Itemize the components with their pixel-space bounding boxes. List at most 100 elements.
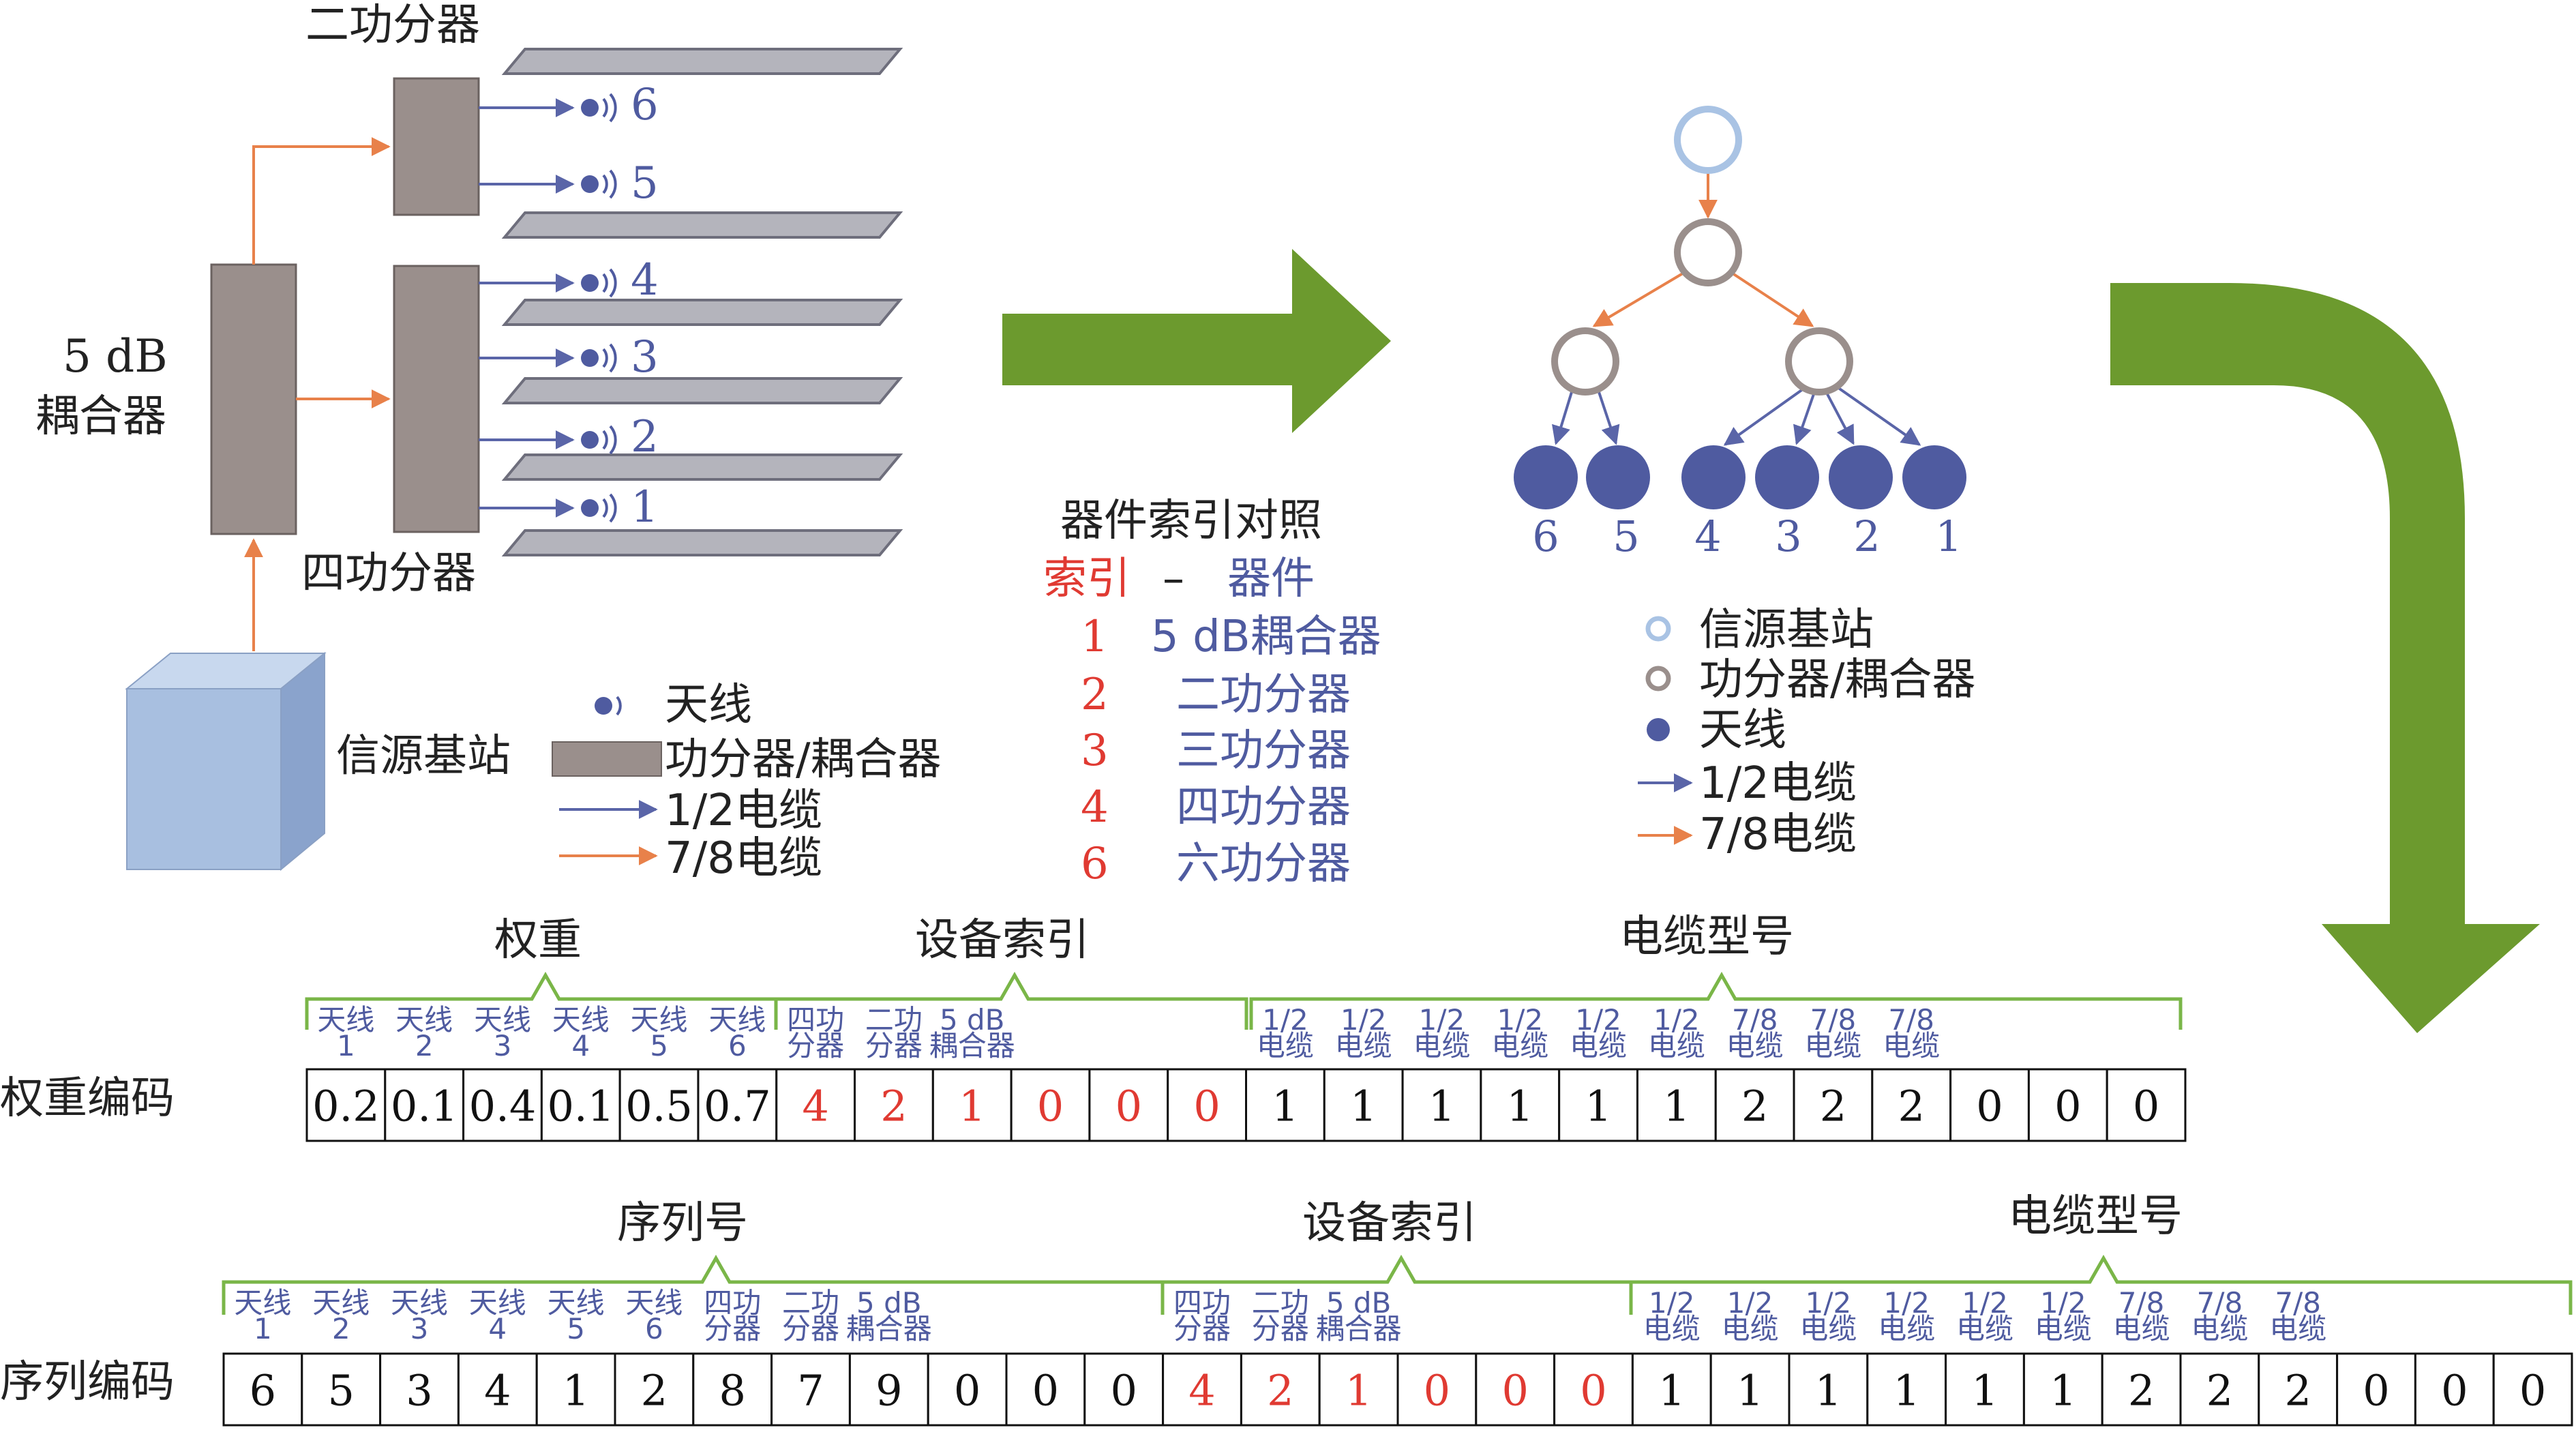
antenna-number: 2 [631,412,659,462]
two-way-splitter-box [393,77,480,216]
encoding-cell-value: 2 [1267,1366,1293,1416]
column-header-top: 1/2 [1649,1286,1695,1320]
column-header-bottom: 5 [567,1312,585,1345]
encoding-cell [1631,1352,1712,1427]
encoding-cell [384,1068,465,1142]
tree-node-antenna [1902,445,1966,509]
legend-antenna-node [1647,718,1670,741]
encoding-cell-value: 0 [1037,1082,1064,1131]
floor-plate [501,48,903,75]
weight-encoding: 权重编码 权重 设备索引 电缆型号 天线1天线2天线3天线4天线5天线6四功分器… [0,912,2187,1142]
index-table-device: 四功分器 [1176,782,1351,833]
column-header-bottom: 电缆 [1491,1029,1548,1062]
floor-plate [501,529,903,556]
coupler-box [210,263,297,535]
weight-group-bracket [305,971,778,1030]
column-header-top: 7/8 [2275,1286,2321,1320]
column-header-bottom: 电缆 [1799,1312,1857,1345]
column-header-top: 1/2 [2040,1286,2086,1320]
encoding-cell [1793,1068,1874,1142]
column-header-top: 7/8 [2118,1286,2165,1320]
column-header-bottom: 电缆 [1722,1312,1779,1345]
encoding-cell [1945,1352,2025,1427]
encoding-cell [1480,1068,1561,1142]
encoding-cell [2022,1352,2103,1427]
tree-edge-78 [1592,268,1691,327]
column-header-top: 天线 [631,1003,688,1037]
column-header-top: 1/2 [1727,1286,1773,1320]
encoding-cell [2492,1352,2573,1427]
device-index-group-label: 设备索引 [915,915,1090,966]
column-header-bottom: 分器 [1173,1312,1231,1345]
column-header-bottom: 分器 [704,1312,761,1345]
legend-cable-half: 1/2电缆 [665,786,822,836]
column-header-bottom: 2 [415,1029,434,1062]
tree-legend: 信源基站 功分器/耦合器 天线 1/2电缆 7/8电缆 [1638,605,1976,860]
column-header-bottom: 耦合器 [929,1029,1015,1062]
legend-device: 功分器/耦合器 [665,734,942,785]
column-header-bottom: 1 [337,1029,355,1062]
encoding-cell-value: 1 [1272,1082,1298,1131]
encoding-cell-value: 5 [327,1366,354,1416]
encoding-cell-value: 9 [875,1366,902,1416]
encoding-cell [1245,1068,1326,1142]
encoding-cell-value: 0 [2363,1366,2389,1416]
encoding-cell [2336,1352,2416,1427]
column-header-top: 天线 [548,1286,605,1320]
encoding-cell-value: 1 [1815,1366,1842,1416]
index-table-device: 二功分器 [1176,670,1351,720]
column-header-top: 5 dB [856,1286,922,1320]
column-header-bottom: 电缆 [2113,1312,2170,1345]
encoding-cell-value: 0 [1501,1366,1528,1416]
encoding-cell-value: 0.2 [312,1082,380,1131]
index-table-head-sep: – [1163,554,1184,604]
antenna-number: 5 [631,158,659,209]
tree-node-splitter4 [1785,327,1853,396]
column-header-bottom: 电缆 [1956,1312,2013,1345]
tree-node-antenna [1681,445,1746,509]
antennas [581,93,617,523]
encoding-cell [457,1352,538,1427]
sequence-device-index-group-bracket [1160,1254,1633,1315]
physical-legend: 天线 功分器/耦合器 1/2电缆 7/8电缆 [552,680,942,884]
tree-leaf-label: 1 [1935,511,1962,561]
encoding-cell-value: 1 [1350,1082,1377,1131]
encoding-cell-value: 0 [2054,1082,2081,1131]
column-header-bottom: 电缆 [1335,1029,1392,1062]
encoding-cell-value: 1 [1737,1366,1763,1416]
tree-node-antenna [1829,445,1893,509]
column-header-top: 5 dB [940,1003,1005,1037]
encoding-cell-value: 1 [1507,1082,1533,1131]
encoding-cell-value: 4 [802,1082,828,1131]
column-header-top: 1/2 [1806,1286,1852,1320]
encoding-cell [2258,1352,2339,1427]
column-header-top: 四功 [1173,1286,1231,1320]
index-table-title: 器件索引对照 [1060,496,1322,546]
column-header-top: 二功 [782,1286,839,1320]
cable-type-group-label: 电缆型号 [1619,912,1794,962]
tree-leaf-label: 4 [1694,511,1721,561]
column-header-top: 7/8 [2197,1286,2243,1320]
index-table-index: 4 [1081,782,1109,833]
base-station-cube [125,651,327,872]
encoding-cell [462,1068,543,1142]
encoding-cell-value: 7 [797,1366,824,1416]
tree-legend-base-station: 信源基站 [1699,605,1874,655]
encoding-cell [697,1068,778,1142]
weight-row-label: 权重编码 [0,1073,175,1124]
column-header-bottom: 2 [332,1312,350,1345]
flow-arrow-down [2110,283,2540,1033]
column-header-top: 天线 [312,1286,370,1320]
encoding-cell [1866,1352,1947,1427]
column-header-bottom: 电缆 [1726,1029,1784,1062]
column-header-bottom: 6 [645,1312,663,1345]
encoding-cell [1871,1068,1952,1142]
sequence-cable-type-group-bracket [1629,1254,2573,1315]
encoding-cell-value: 0 [1115,1082,1142,1131]
tree-node-splitter2 [1551,327,1619,396]
column-header-top: 1/2 [1419,1003,1465,1037]
column-header-bottom: 耦合器 [846,1312,932,1345]
encoding-cell-value: 1 [563,1366,589,1416]
column-header-bottom: 电缆 [1883,1029,1940,1062]
encoding-cell [927,1352,1008,1427]
